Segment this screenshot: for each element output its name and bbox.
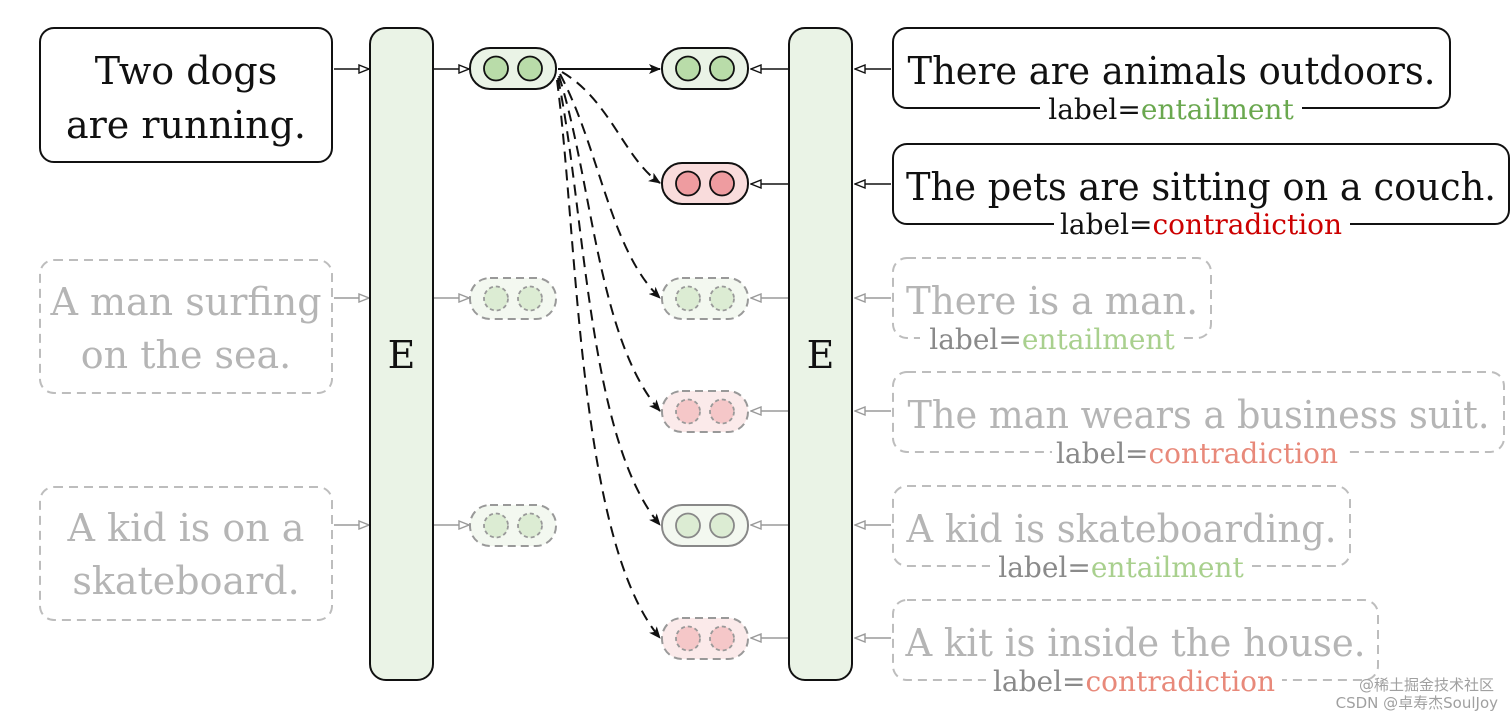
- hypothesis-box-5: A kid is skateboarding. label=entailment: [892, 485, 1351, 584]
- premise-3-line-1: A kid is on a: [67, 506, 305, 550]
- similarity-arrow-dashed-6: [556, 79, 661, 639]
- similarity-arrow-dashed-4: [558, 75, 661, 412]
- similarity-arrow-dashed-2: [561, 71, 661, 184]
- hypothesis-embedding-4: [661, 390, 749, 433]
- encoder-right: E: [788, 27, 853, 681]
- premise-box-1: Two dogs are running.: [39, 27, 333, 163]
- premise-3-line-2: skateboard.: [72, 559, 299, 603]
- hypothesis-embedding-2: [661, 162, 749, 205]
- premise-embedding-3: [469, 504, 557, 547]
- watermark-line-2: CSDN @卓寿杰SoulJoy: [1336, 694, 1499, 712]
- hypothesis-4-label: label=contradiction: [1056, 437, 1338, 470]
- similarity-arrow-dashed-5: [557, 77, 661, 526]
- hypothesis-5-text: A kid is skateboarding.: [906, 507, 1337, 551]
- premise-2-line-1: A man surfing: [49, 280, 321, 324]
- premise-1-line-1: Two dogs: [95, 49, 278, 93]
- encoder-left: E: [369, 27, 434, 681]
- hypothesis-1-text: There are animals outdoors.: [908, 49, 1436, 93]
- encoder-right-label: E: [807, 333, 835, 377]
- premise-box-3: A kid is on a skateboard.: [39, 486, 333, 621]
- similarity-arrow-dashed-3: [559, 73, 661, 299]
- hypothesis-2-label: label=contradiction: [1060, 208, 1342, 241]
- hypothesis-4-text: The man wears a business suit.: [908, 393, 1490, 437]
- hypothesis-embedding-5: [661, 504, 749, 547]
- premise-embedding-2: [469, 277, 557, 320]
- watermark-line-1: @稀土掘金技术社区: [1359, 676, 1494, 694]
- encoder-left-label: E: [388, 333, 416, 377]
- hypothesis-5-label: label=entailment: [998, 551, 1244, 584]
- hypothesis-6-label: label=contradiction: [993, 665, 1275, 698]
- hypothesis-2-text: The pets are sitting on a couch.: [906, 165, 1496, 209]
- hypothesis-embedding-6: [661, 617, 749, 660]
- premise-1-line-2: are running.: [66, 103, 306, 147]
- hypothesis-3-text: There is a man.: [906, 279, 1198, 323]
- hypothesis-embedding-3: [661, 277, 749, 320]
- hypothesis-box-3: There is a man. label=entailment: [892, 257, 1212, 356]
- hypothesis-box-2: The pets are sitting on a couch. label=c…: [892, 143, 1510, 241]
- hypothesis-box-1: There are animals outdoors. label=entail…: [892, 27, 1451, 126]
- hypothesis-3-label: label=entailment: [929, 323, 1175, 356]
- hypothesis-6-text: A kit is inside the house.: [905, 621, 1366, 665]
- hypothesis-embedding-1: [661, 47, 749, 90]
- premise-embedding-1: [469, 47, 557, 90]
- hypothesis-1-label: label=entailment: [1048, 93, 1294, 126]
- hypothesis-box-6: A kit is inside the house. label=contrad…: [892, 599, 1379, 698]
- premise-box-2: A man surfing on the sea.: [39, 259, 333, 394]
- hypothesis-box-4: The man wears a business suit. label=con…: [892, 371, 1505, 470]
- premise-2-line-2: on the sea.: [81, 333, 291, 377]
